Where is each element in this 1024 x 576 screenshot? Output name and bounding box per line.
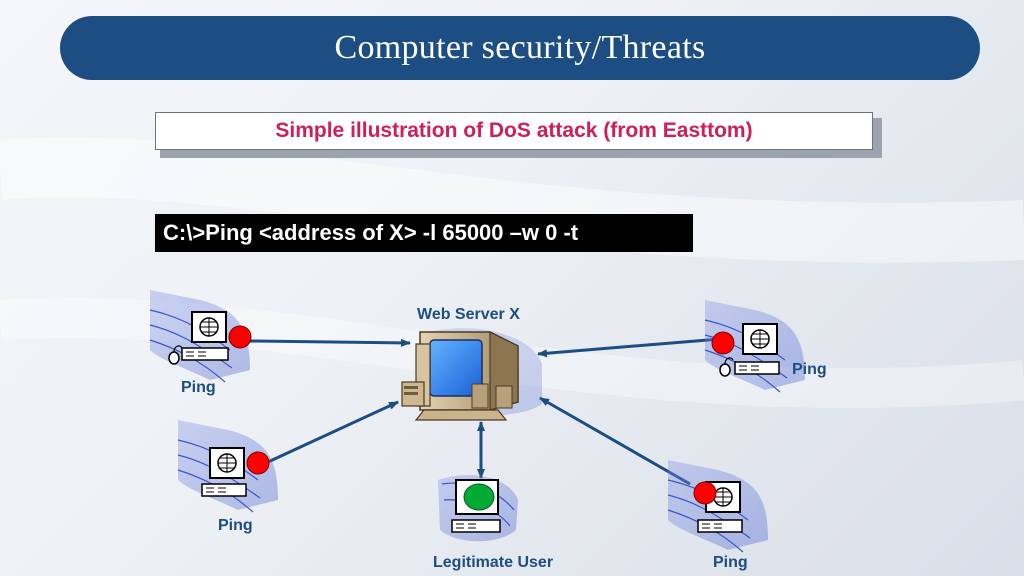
web-server-icon xyxy=(401,328,542,421)
attacker-3-icon xyxy=(177,420,278,513)
label-attacker-3: Ping xyxy=(218,517,253,534)
arrow-attacker-1 xyxy=(249,338,411,347)
attack-dot-2 xyxy=(711,331,735,355)
attacker-1-icon xyxy=(149,290,250,383)
arrow-attacker-4 xyxy=(539,396,691,486)
page-title: Computer security/Threats xyxy=(334,29,706,66)
attack-dot-3 xyxy=(246,451,270,475)
legit-dot xyxy=(463,483,495,511)
title-bar: Computer security/Threats xyxy=(60,16,980,80)
label-legitimate-user: Legitimate User xyxy=(433,554,554,571)
subtitle-text: Simple illustration of DoS attack (from … xyxy=(275,119,753,142)
label-attacker-4: Ping xyxy=(713,554,748,571)
arrow-attacker-3 xyxy=(267,400,399,464)
label-web-server: Web Server X xyxy=(417,306,520,323)
subtitle-box: Simple illustration of DoS attack (from … xyxy=(155,112,873,150)
command-box: C:\>Ping <address of X> -l 65000 –w 0 -t xyxy=(155,214,693,252)
command-text: C:\>Ping <address of X> -l 65000 –w 0 -t xyxy=(163,220,579,245)
attack-dot-4 xyxy=(693,481,717,505)
attacker-2-icon xyxy=(704,300,805,393)
arrow-attacker-2 xyxy=(537,337,721,358)
attacker-4-icon xyxy=(667,460,768,553)
label-attacker-1: Ping xyxy=(181,379,216,396)
attack-dot-1 xyxy=(228,325,252,349)
label-attacker-2: Ping xyxy=(792,361,827,378)
